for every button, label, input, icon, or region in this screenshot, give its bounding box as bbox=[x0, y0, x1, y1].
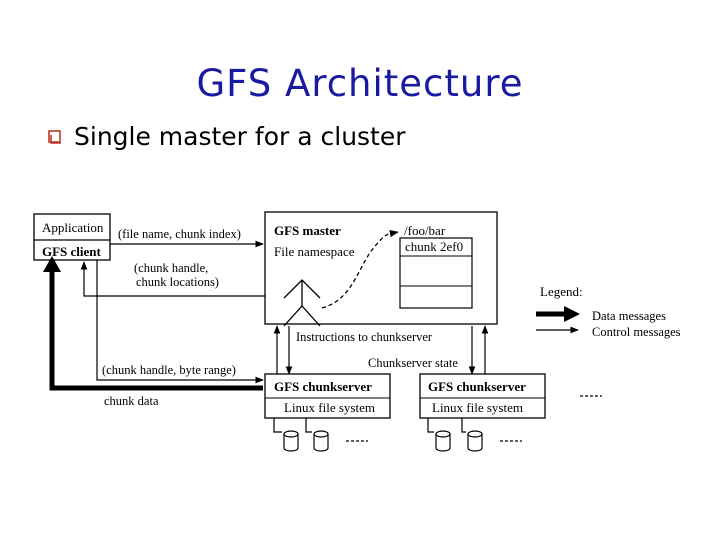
path-label: /foo/bar bbox=[404, 223, 446, 238]
disk-icon bbox=[313, 434, 329, 452]
instructions-label: Instructions to chunkserver bbox=[296, 330, 433, 344]
reply-label-line2: chunk locations) bbox=[136, 275, 219, 289]
file-namespace-label: File namespace bbox=[274, 244, 355, 259]
chunkserver-1-fs-label: Linux file system bbox=[284, 400, 375, 415]
disk-icon bbox=[467, 434, 483, 452]
application-label: Application bbox=[42, 220, 104, 235]
bullet-box-icon bbox=[48, 130, 61, 144]
namespace-link-curve bbox=[321, 230, 399, 309]
slide-title: GFS Architecture bbox=[196, 62, 524, 105]
namespace-tree bbox=[283, 279, 321, 327]
gfs-master-title: GFS master bbox=[274, 223, 341, 238]
chunk-request-arrow bbox=[96, 260, 264, 384]
reply-label-line1: (chunk handle, bbox=[134, 261, 208, 275]
gfs-master-box: GFS master File namespace /foo/bar chunk… bbox=[264, 211, 498, 325]
chunk-data-arrowhead bbox=[43, 256, 61, 272]
legend-data-label: Data messages bbox=[592, 309, 666, 323]
chunkserver-2-title: GFS chunkserver bbox=[428, 379, 526, 394]
disk-group-1 bbox=[273, 418, 368, 452]
legend: Legend: Data messages Control messages bbox=[536, 284, 681, 339]
bullet-text: Single master for a cluster bbox=[74, 122, 406, 151]
chunkserver-1-title: GFS chunkserver bbox=[274, 379, 372, 394]
chunkserver-box-1: GFS chunkserver Linux file system bbox=[264, 373, 391, 419]
request-label: (file name, chunk index) bbox=[118, 227, 241, 241]
chunk-data-label: chunk data bbox=[104, 394, 159, 408]
chunk-table bbox=[399, 237, 473, 309]
disk-icon bbox=[435, 434, 451, 452]
chunkserver-2-fs-label: Linux file system bbox=[432, 400, 523, 415]
legend-control-label: Control messages bbox=[592, 325, 681, 339]
chunkserver-box-2: GFS chunkserver Linux file system bbox=[419, 373, 546, 419]
legend-title: Legend: bbox=[540, 284, 583, 299]
chunk-data-arrow bbox=[49, 268, 263, 391]
chunk-request-label: (chunk handle, byte range) bbox=[102, 363, 236, 377]
chunk-handle-label: chunk 2ef0 bbox=[405, 239, 463, 254]
reply-arrow bbox=[80, 261, 265, 297]
state-label: Chunkserver state bbox=[368, 356, 458, 370]
legend-data-arrowhead bbox=[564, 306, 580, 322]
disk-group-2 bbox=[427, 418, 522, 452]
disk-icon bbox=[283, 434, 299, 452]
gfs-client-box: Application GFS client bbox=[33, 213, 111, 261]
gfs-client-label: GFS client bbox=[42, 244, 102, 259]
